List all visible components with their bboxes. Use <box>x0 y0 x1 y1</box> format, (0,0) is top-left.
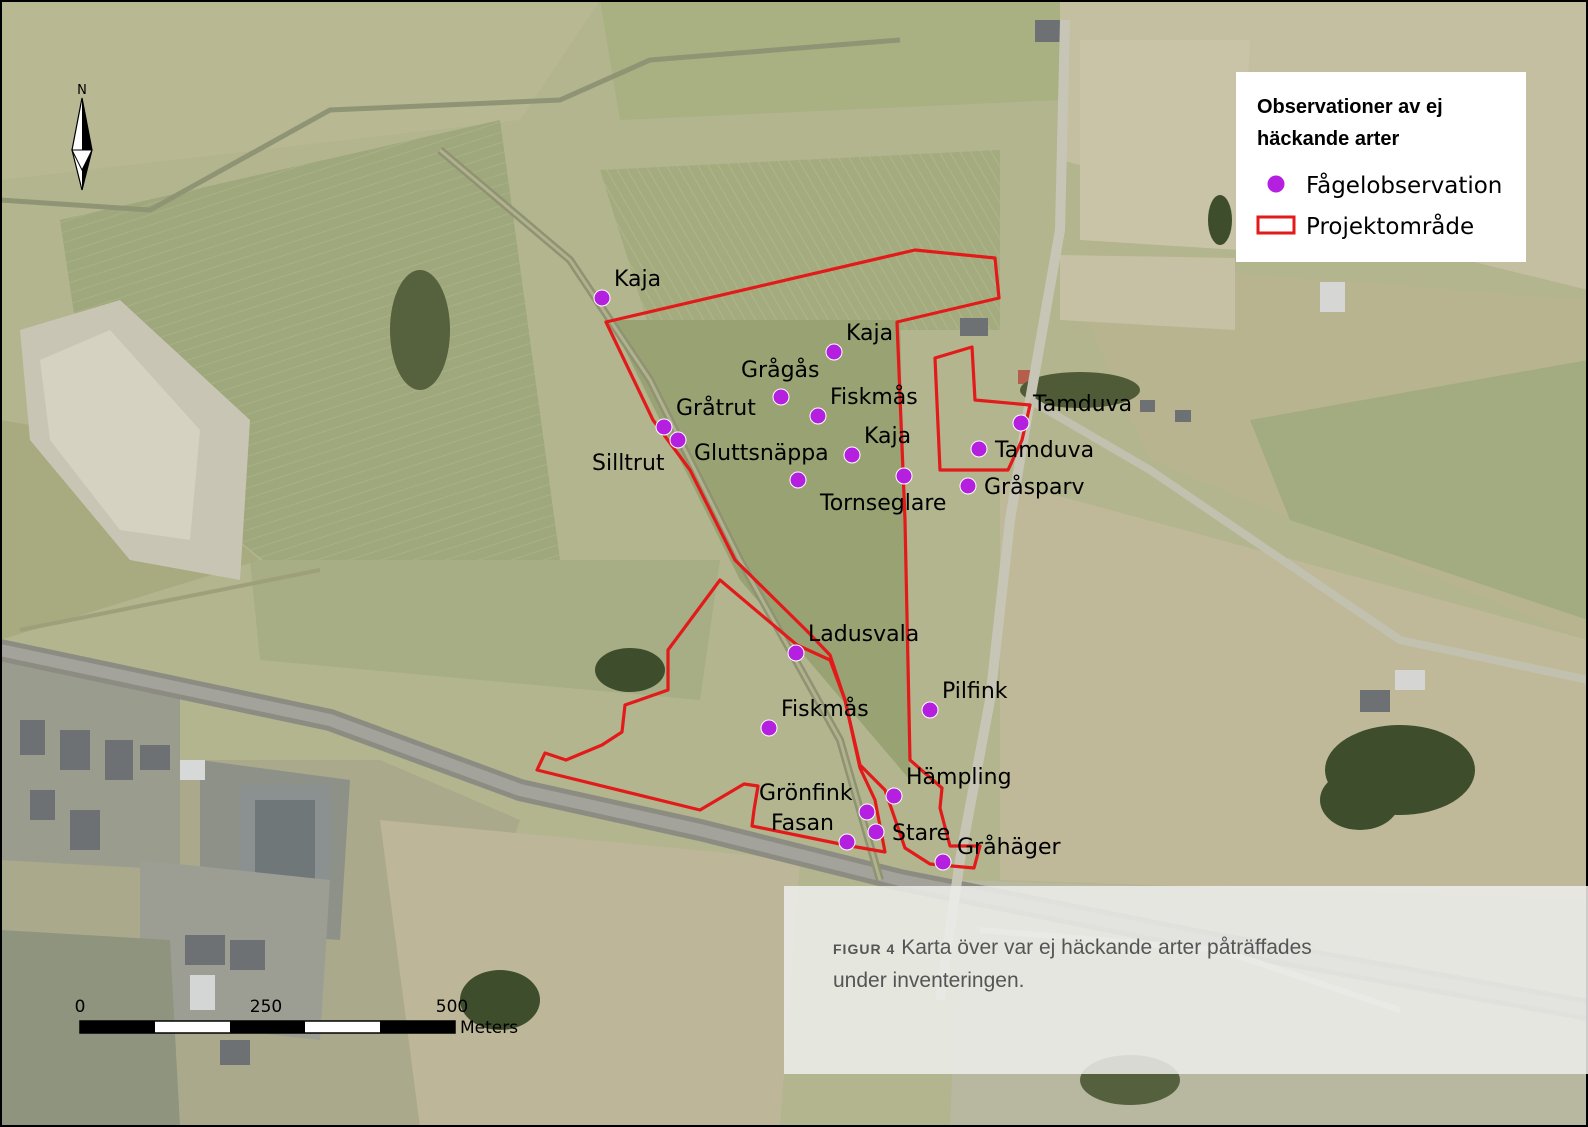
observation-label: Pilfink <box>942 679 1008 704</box>
observation-label: Gråsparv <box>984 474 1085 500</box>
project-area-south <box>535 578 887 854</box>
tree-clusters <box>390 195 1475 1105</box>
observation-point <box>843 446 861 464</box>
observation-label: Gråhäger <box>957 834 1061 860</box>
observation-point <box>593 289 611 307</box>
observation-point <box>934 853 952 871</box>
observation-point <box>858 803 876 821</box>
observation-point <box>760 719 778 737</box>
figure-caption-text: Karta över var ej häckande arter påträff… <box>833 936 1312 992</box>
legend-item-project-area-label: Projektområde <box>1306 212 1474 240</box>
scale-bar: 0 250 500 Meters <box>75 997 519 1038</box>
scale-label-500: 500 <box>436 997 468 1017</box>
observation-label: Kaja <box>614 267 661 292</box>
north-arrow-label: N <box>77 83 87 98</box>
purple-dot-icon <box>1267 175 1285 193</box>
observation-point <box>809 407 827 425</box>
observation-label: Hämpling <box>906 765 1012 790</box>
observation-point <box>669 431 687 449</box>
observation-label: Silltrut <box>592 451 665 476</box>
observation-point <box>787 644 805 662</box>
scale-unit-label: Meters <box>460 1018 518 1038</box>
figure-tag: FIGUR 4 <box>833 941 896 957</box>
observation-point <box>772 388 790 406</box>
buildings <box>20 20 1425 1065</box>
observation-point <box>921 701 939 719</box>
observation-label: Grågås <box>741 357 819 383</box>
observation-point <box>959 477 977 495</box>
observation-point <box>885 787 903 805</box>
observation-label: Kaja <box>846 321 893 346</box>
legend-title-line1: Observationer av ej <box>1257 96 1443 118</box>
legend-box <box>1236 72 1526 262</box>
observation-point <box>970 440 988 458</box>
observation-label: Tamduva <box>1032 392 1132 417</box>
legend-title-line2: häckande arter <box>1257 128 1400 150</box>
observation-point <box>789 471 807 489</box>
observation-point <box>825 343 843 361</box>
observation-label: Gråtrut <box>676 395 756 421</box>
project-area-north <box>604 248 1001 870</box>
observation-label: Stare <box>892 821 950 846</box>
scale-label-250: 250 <box>250 997 282 1017</box>
red-outline-rectangle-icon <box>1256 215 1296 235</box>
observation-label: Tornseglare <box>819 491 946 516</box>
north-arrow: N <box>71 83 93 191</box>
observation-label: Fiskmås <box>830 384 918 410</box>
observation-point <box>655 418 673 436</box>
legend-item-observation-label: Fågelobservation <box>1306 171 1502 199</box>
observation-label: Grönfink <box>759 781 853 806</box>
observation-label: Fasan <box>771 811 834 836</box>
observation-label: Ladusvala <box>808 622 919 647</box>
observation-point <box>895 467 913 485</box>
observation-label: Gluttsnäppa <box>694 441 829 466</box>
observation-point <box>1012 414 1030 432</box>
observation-label: Fiskmås <box>781 696 869 722</box>
legend: Observationer av ej häckande arter Fågel… <box>1236 72 1526 262</box>
observation-label: Kaja <box>864 424 911 449</box>
observation-point <box>867 823 885 841</box>
scale-label-0: 0 <box>75 997 86 1017</box>
observation-label: Tamduva <box>994 438 1094 463</box>
observation-point <box>838 833 856 851</box>
